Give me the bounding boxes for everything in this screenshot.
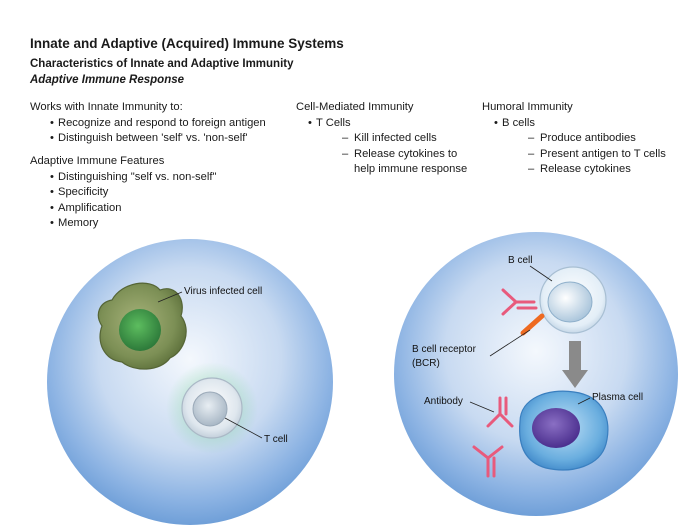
virus-cell-leader — [157, 291, 183, 303]
antibody-icon — [501, 288, 538, 316]
list-item: Amplification — [30, 201, 290, 217]
list-item: Kill infected cells — [296, 131, 476, 147]
virus-cell-nucleus — [119, 309, 161, 351]
humoral-list: B cells Produce antibodies Present antig… — [482, 116, 692, 178]
list-item: Specificity — [30, 185, 290, 201]
t-cell-label: T cell — [264, 434, 288, 445]
works-with-list: Recognize and respond to foreign antigen… — [30, 116, 290, 147]
list-item: Memory — [30, 216, 290, 232]
list-item: B cells — [482, 116, 692, 132]
b-cell-leader — [529, 265, 553, 282]
bcr-receptor — [520, 313, 545, 336]
plasma-cell-label: Plasma cell — [592, 392, 644, 403]
bcr-label-line1: B cell receptor — [412, 344, 476, 355]
virus-cell-label: Virus infected cell — [184, 286, 263, 297]
list-item: Distinguish between 'self' vs. 'non-self… — [30, 131, 290, 147]
features-section: Adaptive Immune Features Distinguishing … — [30, 154, 290, 232]
section-title: Adaptive Immune Response — [30, 74, 185, 86]
b-cell-label: B cell — [508, 255, 533, 266]
plasma-cell-nucleus — [532, 408, 580, 448]
bcr-label: B cell receptor (BCR) — [412, 343, 476, 371]
page-title: Innate and Adaptive (Acquired) Immune Sy… — [30, 36, 344, 51]
features-list: Distinguishing "self vs. non-self" Speci… — [30, 170, 290, 232]
list-item: Release cytokines to help immune respons… — [296, 147, 476, 178]
right-sphere — [394, 232, 678, 516]
antibody-icon — [472, 445, 504, 478]
t-cell-leader — [224, 417, 263, 439]
humoral-heading: Humoral Immunity — [482, 101, 573, 113]
list-item: T Cells — [296, 116, 476, 132]
t-cell-nucleus — [192, 391, 228, 427]
list-item: Release cytokines — [482, 162, 692, 178]
list-item: Produce antibodies — [482, 131, 692, 147]
plasma-cell-leader — [577, 397, 591, 405]
bcr-leader — [489, 329, 531, 357]
b-cell-nucleus — [547, 281, 593, 323]
works-with-section: Works with Innate Immunity to: Recognize… — [30, 100, 290, 147]
cell-mediated-list: T Cells Kill infected cells Release cyto… — [296, 116, 476, 178]
antibody-label: Antibody — [424, 396, 463, 407]
subtitle: Characteristics of Innate and Adaptive I… — [30, 58, 294, 70]
list-item: Recognize and respond to foreign antigen — [30, 116, 290, 132]
list-item: Present antigen to T cells — [482, 147, 692, 163]
cell-mediated-section: Cell-Mediated Immunity T Cells Kill infe… — [296, 100, 476, 178]
list-item: Distinguishing "self vs. non-self" — [30, 170, 290, 186]
bcr-label-line2: (BCR) — [412, 358, 440, 369]
works-with-heading: Works with Innate Immunity to: — [30, 101, 183, 113]
arrow-down-icon — [562, 341, 588, 388]
cell-mediated-heading: Cell-Mediated Immunity — [296, 101, 414, 113]
features-heading: Adaptive Immune Features — [30, 155, 165, 167]
antibody-leader — [469, 401, 495, 413]
antibody-icon — [486, 396, 514, 428]
humoral-section: Humoral Immunity B cells Produce antibod… — [482, 100, 692, 178]
